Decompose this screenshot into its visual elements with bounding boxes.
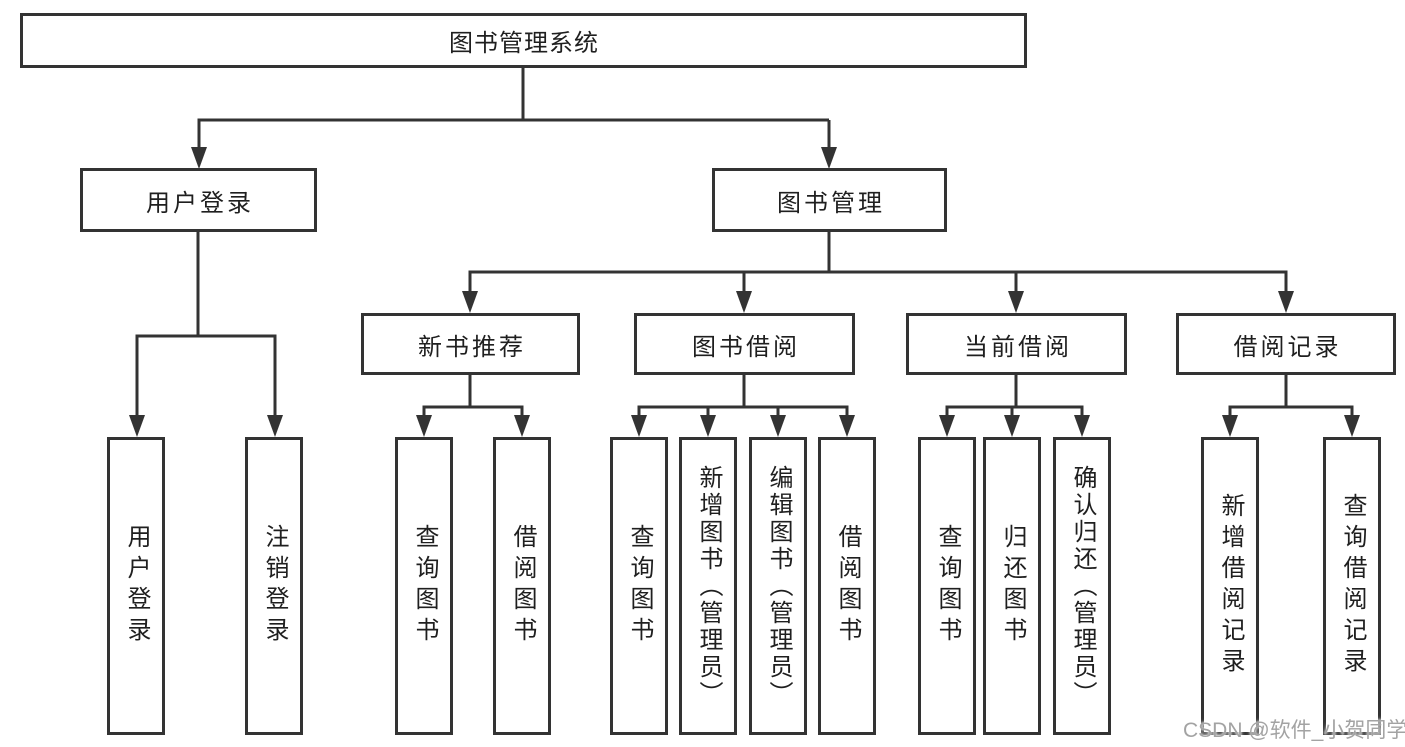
csdn-watermark: CSDN @软件_小贺同学 bbox=[1183, 719, 1405, 742]
node-new-book-recommend: 新书推荐 bbox=[361, 313, 580, 375]
node-book-borrow: 图书借阅 bbox=[634, 313, 855, 375]
leaf-add-borrow-record: 新增借阅记录 bbox=[1201, 437, 1259, 735]
leaf-query-books-current: 查询图书 bbox=[918, 437, 976, 735]
leaf-user-login: 用户登录 bbox=[107, 437, 165, 735]
node-borrow-records: 借阅记录 bbox=[1176, 313, 1396, 375]
leaf-borrow-books-recommend: 借阅图书 bbox=[493, 437, 551, 735]
node-user-login: 用户登录 bbox=[80, 168, 317, 232]
leaf-query-borrow-record: 查询借阅记录 bbox=[1323, 437, 1381, 735]
leaf-query-books-recommend: 查询图书 bbox=[395, 437, 453, 735]
leaf-add-book-admin: 新增图书（管理员） bbox=[679, 437, 737, 735]
leaf-confirm-return-admin: 确认归还（管理员） bbox=[1053, 437, 1111, 735]
node-book-management: 图书管理 bbox=[712, 168, 947, 232]
leaf-return-book: 归还图书 bbox=[983, 437, 1041, 735]
leaf-query-books-borrow: 查询图书 bbox=[610, 437, 668, 735]
leaf-logout: 注销登录 bbox=[245, 437, 303, 735]
node-root-system: 图书管理系统 bbox=[20, 13, 1027, 68]
node-current-borrow: 当前借阅 bbox=[906, 313, 1127, 375]
leaf-edit-book-admin: 编辑图书（管理员） bbox=[749, 437, 807, 735]
leaf-borrow-books: 借阅图书 bbox=[818, 437, 876, 735]
